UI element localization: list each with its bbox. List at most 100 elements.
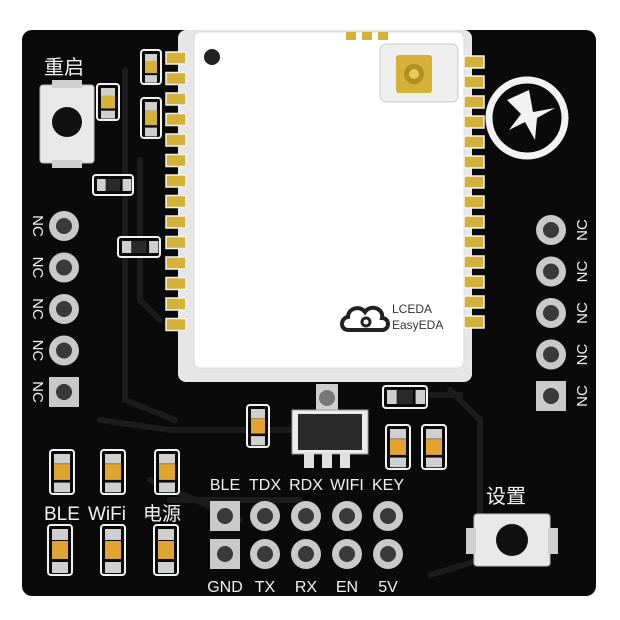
header-top-label: TDX — [249, 477, 281, 494]
header-top-label: WIFI — [330, 477, 364, 494]
module-pad-right — [463, 135, 485, 149]
left-pin-hole — [49, 294, 79, 324]
smd-part — [382, 385, 428, 409]
header-pin-top — [250, 501, 280, 531]
module-pad-left — [165, 276, 187, 291]
module-pad-right — [463, 215, 485, 229]
smd-part — [153, 524, 179, 576]
right-pin-label: NC — [574, 219, 591, 241]
header-bottom-label: EN — [336, 579, 358, 596]
smd-part — [47, 524, 73, 576]
right-pin-header: NC NC NC NC NC — [536, 215, 591, 411]
left-pin-hole — [49, 377, 79, 407]
module-pad-left — [165, 71, 187, 86]
logo-text-easyeda: EasyEDA — [392, 318, 443, 332]
right-pin-hole — [536, 298, 566, 328]
module-pad-left — [165, 215, 187, 229]
cloud-logo-icon — [340, 305, 390, 332]
smd-part — [92, 174, 134, 196]
header-top-label: BLE — [210, 477, 240, 494]
smd-part — [421, 424, 447, 470]
module-pad-left — [165, 51, 187, 65]
reset-button[interactable] — [39, 80, 95, 168]
module-pad-right — [463, 55, 485, 69]
left-pin-label: NC — [29, 340, 46, 362]
led-label-power: 电源 — [143, 503, 181, 525]
left-pin-hole — [49, 252, 79, 283]
smd-components — [47, 49, 447, 576]
right-pin-hole — [536, 381, 566, 411]
module-pad-right — [463, 195, 485, 209]
right-pin-hole — [536, 215, 566, 245]
pin1-dot — [204, 49, 220, 65]
module-pad-right — [463, 115, 485, 129]
smd-part — [49, 449, 75, 495]
module-pad-right — [463, 95, 485, 109]
module-pad-right — [463, 75, 485, 89]
voltage-regulator — [291, 384, 369, 468]
header-pin-top — [210, 501, 240, 531]
module-pad-left — [165, 256, 187, 270]
header-pin-bottom — [291, 539, 321, 569]
left-pin-label: NC — [29, 257, 46, 279]
bottom-header: BLE TDX RDX WIFI KEY GND TX RX EN 5V — [207, 477, 404, 596]
right-pin-label: NC — [574, 344, 591, 366]
left-pin-label: NC — [29, 215, 46, 237]
wifi-module: LCEDA EasyEDA — [165, 30, 485, 382]
smd-part — [246, 404, 270, 448]
module-pad-right — [463, 275, 485, 289]
module-pad-left — [165, 92, 187, 106]
left-pin-hole — [49, 211, 79, 241]
header-pin-bottom — [373, 539, 403, 569]
header-top-label: RDX — [289, 477, 323, 494]
smd-part — [385, 424, 411, 470]
led-label-ble: BLE — [44, 504, 80, 525]
right-pin-label: NC — [574, 302, 591, 324]
smd-part — [140, 97, 162, 139]
module-pad-left — [165, 112, 187, 127]
setting-label: 设置 — [486, 484, 526, 508]
right-pin-label: NC — [574, 385, 591, 407]
header-bottom-label: GND — [207, 579, 243, 596]
smd-part — [154, 449, 180, 495]
brand-logo-icon — [485, 76, 569, 160]
module-pad-left — [165, 174, 187, 188]
right-pin-label: NC — [574, 261, 591, 283]
header-bottom-label: 5V — [378, 579, 398, 596]
header-pin-top — [332, 501, 362, 531]
module-pad-right — [463, 235, 485, 249]
header-bottom-label: RX — [295, 579, 318, 596]
smd-part — [100, 449, 126, 495]
module-pad-right — [463, 295, 485, 309]
left-pin-label: NC — [29, 381, 46, 403]
reset-label: 重启 — [44, 55, 84, 79]
module-pad-right — [463, 175, 485, 189]
header-pin-bottom — [250, 539, 280, 569]
module-pad-left — [165, 317, 187, 332]
module-pad-left — [165, 133, 187, 147]
module-pad-right — [463, 315, 485, 329]
logo-text-lceda: LCEDA — [392, 302, 432, 316]
right-pin-hole — [536, 339, 566, 370]
smd-part — [100, 524, 126, 576]
module-pad-left — [165, 235, 187, 250]
header-pin-top — [291, 501, 321, 531]
led-label-wifi: WiFi — [88, 504, 126, 525]
header-bottom-label: TX — [255, 579, 276, 596]
smd-part — [96, 83, 120, 121]
header-pin-bottom — [210, 539, 240, 569]
module-pad-left — [165, 297, 187, 311]
smd-part — [117, 236, 161, 258]
smd-part — [140, 49, 162, 85]
module-pad-left — [165, 153, 187, 168]
right-pin-hole — [536, 256, 566, 287]
left-pin-hole — [49, 335, 79, 366]
header-pin-bottom — [332, 539, 362, 569]
header-top-label: KEY — [372, 477, 404, 494]
module-pad-right — [463, 155, 485, 169]
setting-button[interactable] — [466, 513, 558, 567]
module-pad-right — [463, 255, 485, 269]
header-pin-top — [373, 501, 403, 531]
